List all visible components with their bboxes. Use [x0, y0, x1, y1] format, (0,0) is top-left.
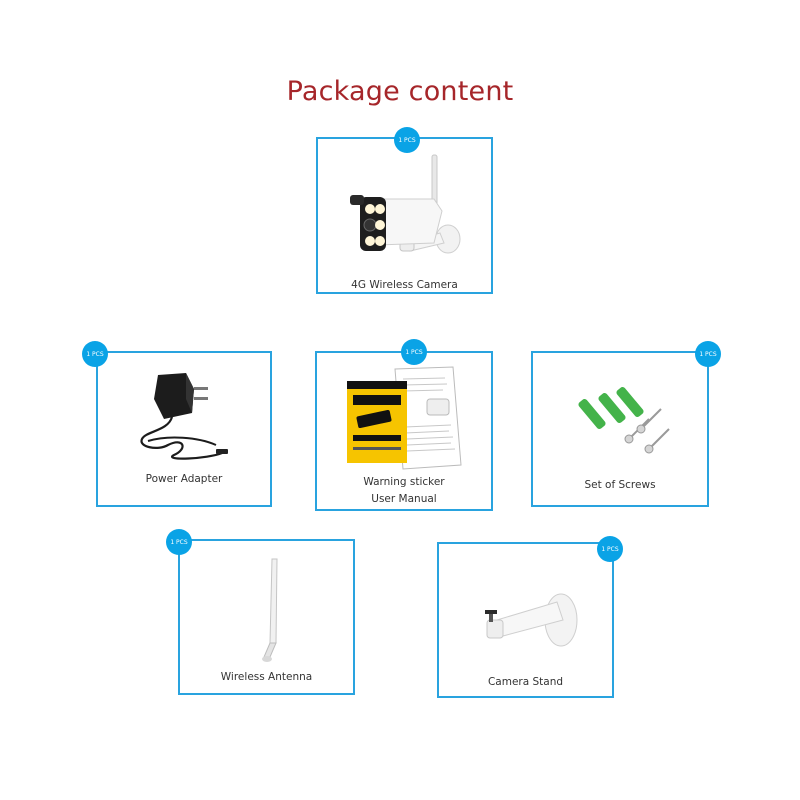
quantity-badge: 1 PCS: [166, 529, 192, 555]
card-camera: 4G Wireless Camera 1 PCS: [316, 127, 493, 294]
warning-sticker-manual-icon: [347, 366, 462, 470]
antenna-icon: [262, 558, 278, 662]
card-sticker-manual: Warning sticker User Manual 1 PCS: [315, 339, 493, 511]
card-camera-stand: Camera Stand 1 PCS: [437, 536, 623, 698]
card-label: Set of Screws: [584, 479, 656, 491]
quantity-badge: 1 PCS: [695, 341, 721, 367]
card-label: Power Adapter: [145, 473, 223, 485]
quantity-badge: 1 PCS: [401, 339, 427, 365]
quantity-badge: 1 PCS: [597, 536, 623, 562]
card-antenna: Wireless Antenna 1 PCS: [166, 529, 355, 695]
card-label: 4G Wireless Camera: [351, 279, 458, 291]
card-label-secondary: User Manual: [371, 493, 437, 505]
card-label: Warning sticker: [363, 476, 445, 488]
page-title: Package content: [286, 76, 514, 107]
bullet-camera-icon: [350, 154, 461, 254]
card-label: Camera Stand: [487, 676, 564, 688]
card-power-adapter: Power Adapter 1 PCS: [82, 341, 272, 507]
quantity-badge: 1 PCS: [82, 341, 108, 367]
card-screws: Set of Screws 1 PCS: [531, 341, 721, 507]
card-label: Wireless Antenna: [220, 671, 313, 683]
camera-stand-icon: [485, 593, 578, 647]
quantity-badge: 1 PCS: [394, 127, 420, 153]
screws-icon: [578, 386, 670, 454]
power-adapter-icon: [140, 373, 228, 460]
